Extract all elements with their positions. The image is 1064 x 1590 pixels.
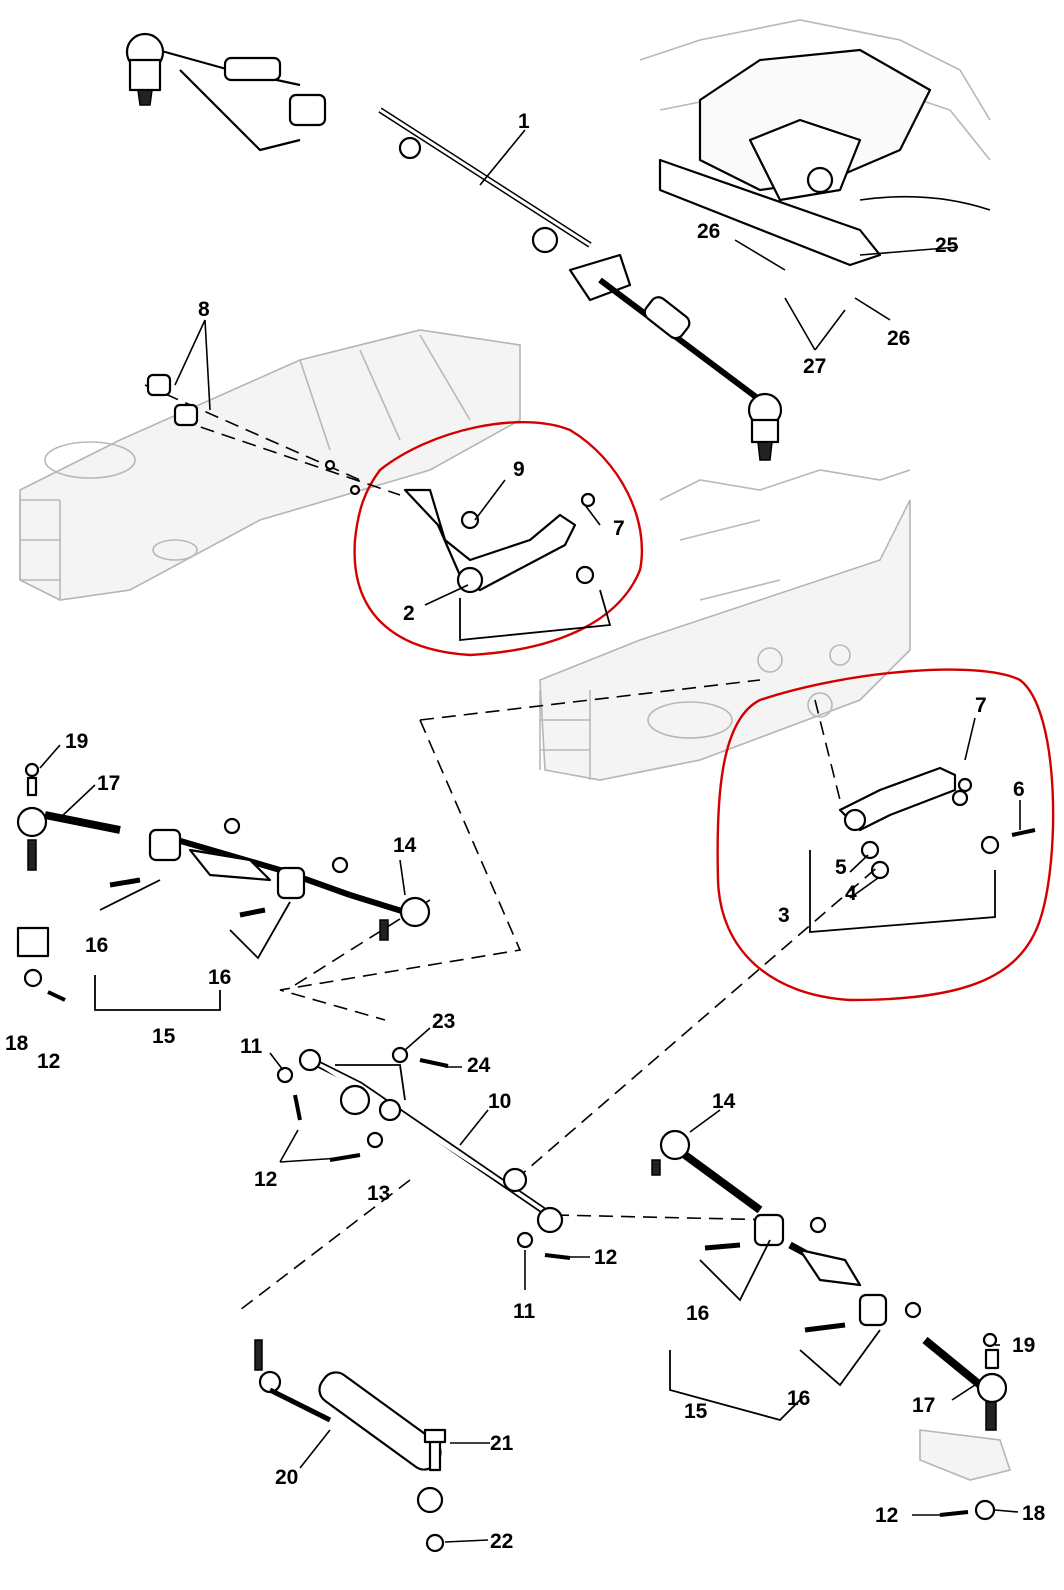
callout-16: 16 [787, 1387, 810, 1410]
callout-20: 20 [275, 1466, 298, 1489]
pitman-arm [809, 766, 1036, 933]
callout-12: 12 [254, 1168, 277, 1191]
callout-19: 19 [65, 730, 88, 753]
frame-engine-ghost [539, 469, 911, 781]
bolts-8 [146, 373, 361, 496]
tie-rod-right [651, 1129, 1012, 1521]
callout-7: 7 [613, 517, 625, 540]
steering-linkage-assembly [125, 32, 783, 461]
steering-damper [254, 1339, 447, 1553]
callout-7: 7 [975, 694, 987, 717]
callout-8: 8 [198, 298, 210, 321]
callout-14: 14 [393, 834, 417, 857]
crossmember-ghost [639, 19, 991, 267]
callout-12: 12 [875, 1504, 898, 1527]
callout-17: 17 [912, 1394, 935, 1417]
callout-4: 4 [845, 882, 857, 905]
callout-16: 16 [85, 934, 108, 957]
callout-26: 26 [697, 220, 720, 243]
callout-19: 19 [1012, 1334, 1035, 1357]
callout-1: 1 [518, 110, 530, 133]
callout-22: 22 [490, 1530, 513, 1553]
callout-10: 10 [488, 1090, 511, 1113]
callout-13: 13 [367, 1182, 390, 1205]
callout-2: 2 [403, 602, 415, 625]
callout-21: 21 [490, 1432, 514, 1455]
callout-15: 15 [152, 1025, 176, 1048]
callout-25: 25 [935, 234, 959, 257]
relay-rod [276, 1046, 571, 1260]
callout-6: 6 [1013, 778, 1025, 801]
frame-rail-left-ghost [19, 329, 521, 601]
callout-24: 24 [467, 1054, 491, 1077]
callout-23: 23 [432, 1010, 455, 1033]
callout-16: 16 [686, 1302, 709, 1325]
callout-15: 15 [684, 1400, 708, 1423]
callout-17: 17 [97, 772, 120, 795]
callout-3: 3 [778, 904, 790, 927]
callout-11: 11 [513, 1300, 536, 1323]
pitman-arm-highlight [716, 668, 1055, 1002]
callout-18: 18 [5, 1032, 29, 1055]
tie-rod-left [16, 762, 431, 1011]
callout-26: 26 [887, 327, 910, 350]
callout-labels: 1 8 9 7 2 7 6 5 4 3 19 17 14 16 16 18 12… [5, 110, 1046, 1553]
idler-arm [403, 488, 612, 641]
callout-11: 11 [240, 1035, 263, 1058]
callout-14: 14 [712, 1090, 736, 1113]
leader-lines [39, 129, 1021, 1543]
callout-16: 16 [208, 966, 231, 989]
callout-12: 12 [594, 1246, 617, 1269]
callout-18: 18 [1022, 1502, 1046, 1525]
idler-arm-highlight [353, 420, 644, 657]
connection-lines [144, 384, 881, 1311]
callout-12: 12 [37, 1050, 60, 1073]
callout-5: 5 [835, 856, 847, 879]
callout-9: 9 [513, 458, 525, 481]
callout-27: 27 [803, 355, 826, 378]
